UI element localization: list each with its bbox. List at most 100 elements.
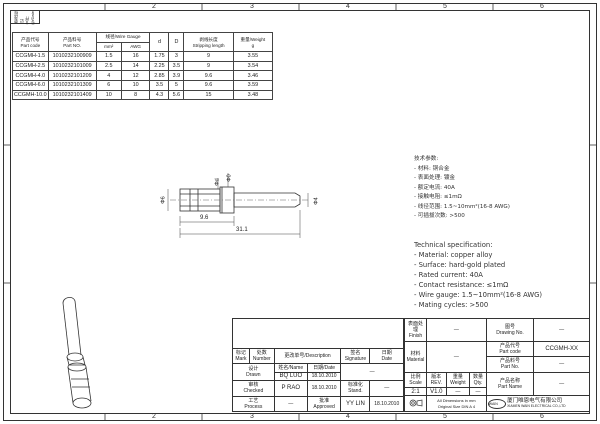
spec-en-line: - Contact resistance: ≤1mΩ — [414, 281, 509, 289]
name-header: 姓名/Name — [273, 363, 308, 373]
dimension-note-cell: All Dimensions in mm Original Size DIN A… — [426, 395, 487, 412]
header-stripping-length: 剥线长度 Stripping length — [183, 31, 234, 53]
dim-phi-d: Φd — [214, 178, 221, 186]
spec-en-line: - Material: copper alloy — [414, 251, 493, 259]
cell-part-code: CCGMH-1.5 — [12, 51, 49, 62]
checked-label: 审核 Checked — [232, 380, 275, 397]
cell-D: 5 — [168, 79, 185, 91]
drawing-outer-border — [3, 3, 597, 421]
drawn-name: BQ LUO — [273, 371, 308, 382]
scale-value: 2:1 — [404, 387, 427, 397]
spec-cn-line: - 材料: 铜合金 — [414, 165, 450, 172]
cell-D: 3.9 — [168, 70, 185, 81]
table-row: CCGMH-6.0 1010232101309 6 10 3.5 5 9.6 3… — [12, 79, 274, 91]
company-name-cn: 厦门唯恩电气有限公司 — [507, 397, 563, 404]
zone-bottom-2: 2 — [152, 413, 156, 420]
spec-en-line: - Rated current: 40A — [414, 271, 483, 279]
weight-label: 重量 Weight — [445, 371, 471, 389]
cell-awg: 8 — [120, 89, 151, 101]
cell-awg: 16 — [120, 51, 151, 62]
paper-size-note: Original Size DIN A 4 — [437, 403, 476, 409]
header-D: D — [168, 31, 185, 53]
zone-bottom-6: 6 — [540, 413, 544, 420]
title-block-main: 表面处理 Finish — 图号 Drawing No. — 材料 Materi… — [404, 318, 591, 412]
mark-label: 标记 Mark — [232, 347, 250, 365]
cell-d: 2.25 — [149, 60, 170, 72]
process-value: — — [273, 395, 308, 412]
zone-bottom-5: 5 — [443, 413, 447, 420]
scale-label: 比例 Scale — [404, 371, 427, 389]
cell-part-no: 1010232100909 — [47, 51, 97, 62]
cell-stripping: 15 — [183, 89, 234, 101]
spec-en-line: - Mating cycles: >500 — [414, 301, 489, 309]
cell-mm2: 1.5 — [95, 51, 122, 62]
projection-symbol-icon — [409, 399, 422, 407]
header-part-no: 产品料号 Part NO. — [47, 31, 97, 53]
approved-name: YY LIN — [340, 395, 371, 412]
table-row: CCGMH-1.5 1010232100909 1.5 16 1.75 3 9 … — [12, 51, 274, 62]
cell-mm2: 10 — [95, 89, 122, 101]
spec-cn-line: - 线径范围: 1.5~10mm²(16-8 AWG) — [414, 203, 510, 210]
cell-D: 3 — [168, 51, 185, 62]
cell-mm2: 4 — [95, 70, 122, 81]
company-cell: WAIN 厦门唯恩电气有限公司 XIAMEN WAIN ELECTRICAL C… — [485, 395, 591, 412]
weight-value: — — [445, 387, 471, 397]
company-logo: WAIN — [487, 398, 506, 409]
checked-date: 18.10.2010 — [306, 380, 342, 397]
drawing-inner-border — [10, 10, 590, 414]
spec-en-line: - Wire gauge: 1.5~10mm²(16-8 AWG) — [414, 291, 543, 299]
part-name-value: — — [533, 371, 590, 397]
dim-phi-4: Φ4 — [313, 197, 320, 205]
dim-length-short: 9.6 — [200, 215, 209, 221]
zone-bottom-4: 4 — [346, 413, 350, 420]
part-no-label: 产品料号 Part No. — [485, 356, 535, 373]
zone-top-2: 2 — [152, 3, 156, 10]
cell-part-code: CCGMH-6.0 — [12, 79, 49, 91]
rev-label: 版本 REV. — [426, 371, 447, 389]
dim-phi-0: Φ0 — [226, 174, 233, 182]
projection-symbol-cell — [404, 395, 427, 412]
date-label: 日期 Date — [369, 347, 404, 365]
process-label: 工艺 Process — [232, 395, 275, 412]
header-d: d — [149, 31, 170, 53]
approved-date: 18.10.2010 — [369, 395, 404, 412]
signature-label: 签名 Signature — [340, 347, 371, 365]
drawing-no-label: 图号 Drawing No. — [485, 318, 535, 342]
cell-part-no: 1010232101009 — [47, 60, 97, 72]
cell-mm2: 2.5 — [95, 60, 122, 72]
parts-table: 产品代号 Part code 产品料号 Part NO. 线径/Wire Gau… — [12, 31, 274, 101]
cell-part-code: CCGMH-4.0 — [12, 70, 49, 81]
cell-weight: 3.46 — [232, 70, 274, 81]
checked-name: P RAO — [273, 380, 308, 397]
cell-weight: 3.59 — [232, 79, 274, 91]
cell-d: 2.85 — [149, 70, 170, 81]
cell-D: 5.6 — [168, 89, 185, 101]
cell-part-no: 1010232101309 — [47, 79, 97, 91]
number-label: 处数 Number — [248, 347, 275, 365]
approved-label: 批准 Approved — [306, 395, 342, 412]
cell-awg: 10 — [120, 79, 151, 91]
part-name-label: 产品名称 Part Name — [485, 371, 535, 397]
cell-d: 3.5 — [149, 79, 170, 91]
header-wire-gauge: 线径/Wire Gauge — [95, 32, 151, 43]
header-weight: 重量/Weight g — [232, 31, 274, 53]
blank-cell: — — [340, 363, 404, 382]
cell-stripping: 9 — [183, 51, 234, 62]
spec-cn-block: 技术参数: - 材料: 铜合金 - 表面处理: 镀金 - 额定电流: 40A -… — [414, 155, 510, 222]
company-name-en: XIAMEN WAIN ELECTRICAL CO.,LTD — [507, 403, 566, 408]
qty-label: 数量 Qty. — [469, 371, 487, 389]
change-label: 更改单号/Description — [273, 347, 342, 365]
part-code-value: CCGMH-XX — [533, 340, 590, 358]
zone-top-3: 3 — [250, 3, 254, 10]
part-no-value: — — [533, 356, 590, 373]
cell-awg: 12 — [120, 70, 151, 81]
spec-cn-title: 技术参数: — [414, 156, 439, 162]
stand-value: — — [369, 380, 404, 397]
cell-stripping: 9.6 — [183, 79, 234, 91]
cell-awg: 14 — [120, 60, 151, 72]
spec-en-block: Technical specification: - Material: cop… — [414, 240, 542, 310]
header-awg: AWG — [120, 41, 151, 53]
cell-weight: 3.48 — [232, 89, 274, 101]
pin-side-view — [167, 173, 310, 238]
dim-phi-6: Φ6 — [160, 196, 167, 204]
